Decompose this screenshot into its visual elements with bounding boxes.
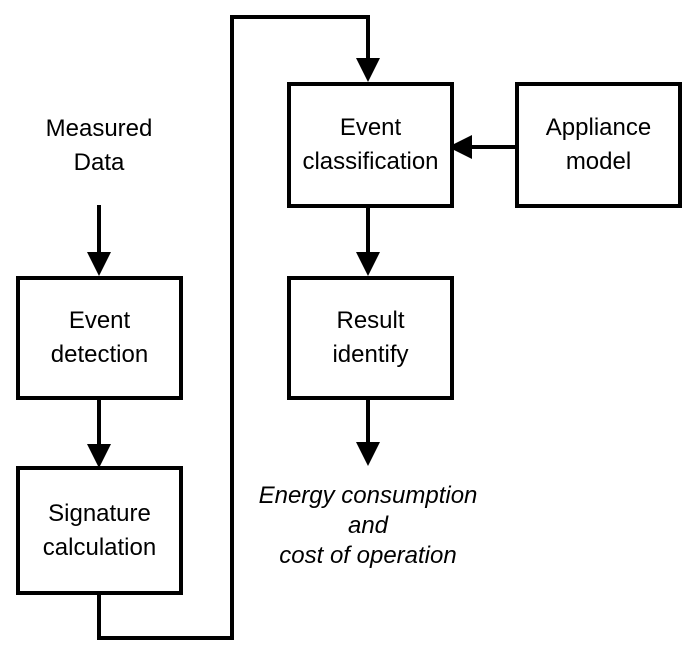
signature-calculation-box: Signature calculation [16,466,183,595]
result-identify-box: Result identify [287,276,454,400]
event-detection-line-2: detection [50,341,149,368]
output-label-line-2: and [347,512,389,539]
output-label-line-1: Energy consumption [258,482,478,509]
event-classification-line-1: Event [339,114,402,141]
result-identify-line-1: Result [336,307,405,334]
output-label-line-3: cost of operation [279,542,457,569]
appliance-model-line-2: model [565,148,632,175]
event-detection-line-1: Event [68,307,131,334]
input-label-measured-data: Measured Data [24,112,174,180]
event-classification-box: Event classification [287,82,454,208]
output-label-energy-consumption: Energy consumption and cost of operation [218,481,518,571]
input-label-line-1: Measured [45,115,153,142]
result-identify-line-2: identify [332,341,409,368]
appliance-model-box: Appliance model [515,82,682,208]
arrow-signature-to-event-classification [97,15,380,640]
event-classification-line-2: classification [302,148,439,175]
input-label-line-2: Data [73,149,125,176]
event-detection-box: Event detection [16,276,183,400]
appliance-model-line-1: Appliance [545,114,652,141]
signature-calculation-line-1: Signature [48,499,151,527]
signature-calculation-line-2: calculation [42,533,157,561]
